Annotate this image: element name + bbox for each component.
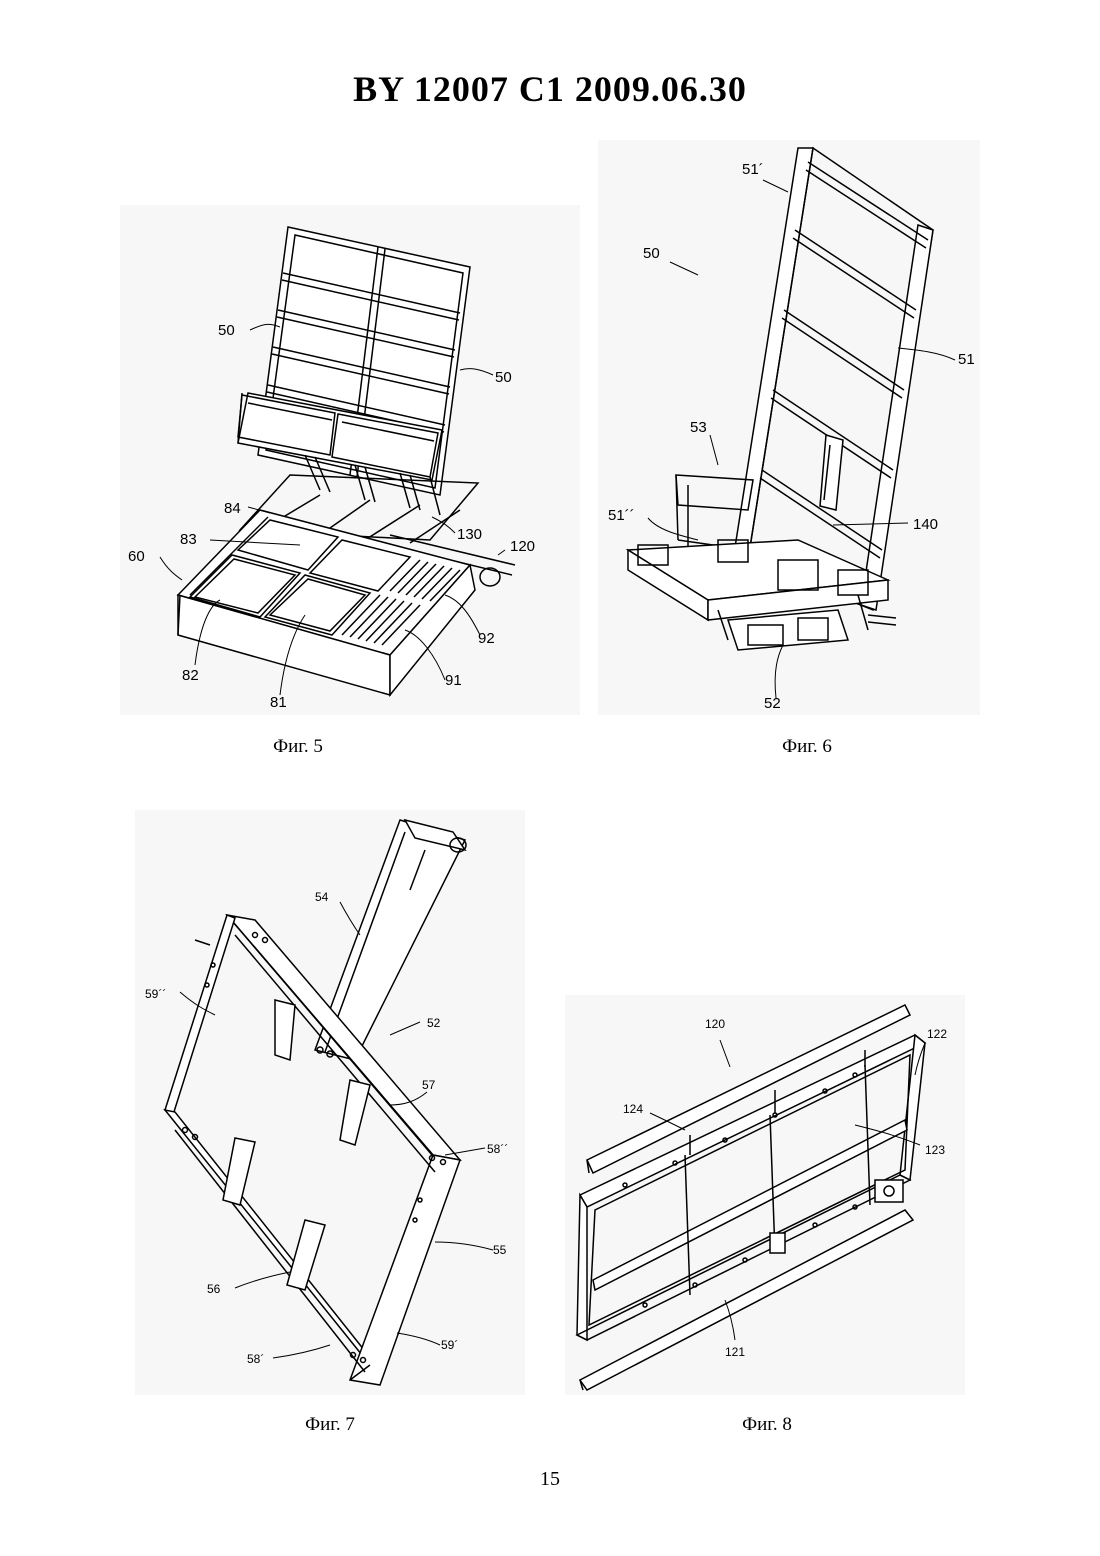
ref-label-55: 55: [493, 1243, 506, 1258]
figure-6-caption: Фиг. 6: [707, 736, 907, 758]
figure-7-caption: Фиг. 7: [230, 1414, 430, 1436]
ref-label-130: 130: [457, 527, 482, 542]
ref-label-57: 57: [422, 1078, 435, 1093]
ref-label-59-prime: 59´: [441, 1338, 458, 1353]
ref-label-51: 51: [958, 352, 975, 367]
ref-label-122: 122: [927, 1027, 947, 1042]
figure-7: 54 59´´ 52 57 58´´ 55 56 58´ 59´: [135, 810, 525, 1395]
figure-5-drawing: [120, 205, 580, 715]
document-header: BY 12007 C1 2009.06.30: [0, 68, 1100, 110]
figure-8: 120 122 124 123 121: [565, 995, 965, 1395]
ref-label-53: 53: [690, 420, 707, 435]
ref-label-59-double-prime: 59´´: [145, 987, 166, 1002]
figure-6-drawing: [598, 140, 980, 715]
ref-label-51-prime: 51´: [742, 162, 764, 177]
ref-label-92: 92: [478, 631, 495, 646]
ref-label-81: 81: [270, 695, 287, 710]
ref-label-123: 123: [925, 1143, 945, 1158]
ref-label-50: 50: [643, 246, 660, 261]
ref-label-51-double-prime: 51´´: [608, 508, 635, 523]
ref-label-52: 52: [764, 696, 781, 711]
ref-label-50: 50: [495, 370, 512, 385]
ref-label-83: 83: [180, 532, 197, 547]
ref-label-82: 82: [182, 668, 199, 683]
ref-label-121: 121: [725, 1345, 745, 1360]
ref-label-84: 84: [224, 501, 241, 516]
ref-label-91: 91: [445, 673, 462, 688]
page-number: 15: [0, 1468, 1100, 1491]
ref-label-54: 54: [315, 890, 328, 905]
ref-label-60: 60: [128, 549, 145, 564]
ref-label-56: 56: [207, 1282, 220, 1297]
ref-label-140: 140: [913, 517, 938, 532]
ref-label-124: 124: [623, 1102, 643, 1117]
ref-label-120: 120: [705, 1017, 725, 1032]
ref-label-52: 52: [427, 1016, 440, 1031]
figure-7-drawing: [135, 810, 525, 1395]
figure-5: 50 50 84 83 60 130 120 92 82 81 91: [120, 205, 580, 715]
ref-label-120: 120: [510, 539, 535, 554]
figure-6: 51´ 50 51 53 51´´ 140 52: [598, 140, 980, 715]
figure-8-drawing: [565, 995, 965, 1395]
ref-label-58-double-prime: 58´´: [487, 1142, 508, 1157]
figure-8-caption: Фиг. 8: [667, 1414, 867, 1436]
figure-5-caption: Фиг. 5: [198, 736, 398, 758]
ref-label-58-prime: 58´: [247, 1352, 264, 1367]
ref-label-50: 50: [218, 323, 235, 338]
